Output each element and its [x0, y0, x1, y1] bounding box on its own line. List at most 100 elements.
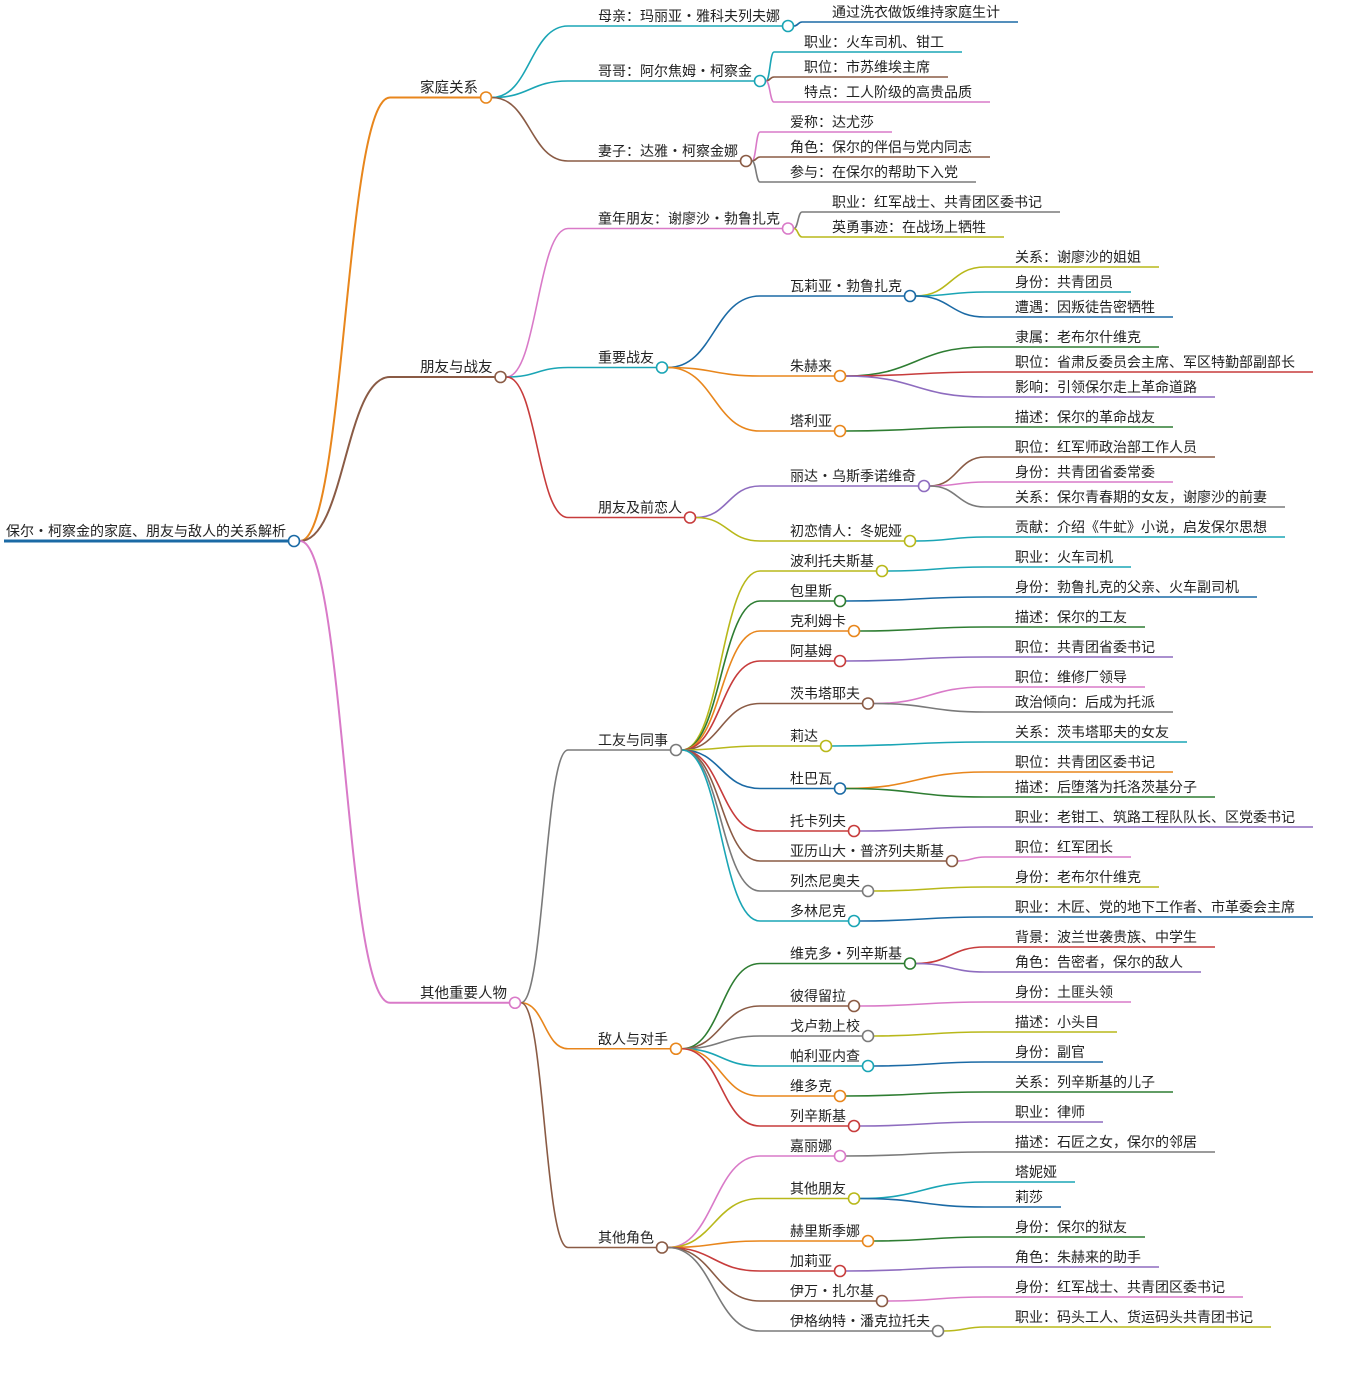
leaf-node[interactable]: 身份：老布尔什维克 [1015, 870, 1141, 886]
leaf-node[interactable]: 职业：红军战士、共青团区委书记 [832, 195, 1042, 211]
topic-node[interactable]: 维克多・列辛斯基 [790, 946, 902, 963]
topic-node[interactable]: 丽达・乌斯季诺维奇 [790, 468, 916, 485]
leaf-node[interactable]: 身份：红军战士、共青团区委书记 [1015, 1280, 1225, 1296]
leaf-node[interactable]: 角色：保尔的伴侣与党内同志 [790, 139, 972, 156]
collapse-toggle-icon[interactable] [819, 739, 833, 753]
leaf-node[interactable]: 身份：土匪头领 [1015, 985, 1113, 1001]
collapse-toggle-icon[interactable] [781, 19, 795, 33]
leaf-node[interactable]: 身份：共青团省委常委 [1015, 465, 1155, 481]
topic-node[interactable]: 莉达 [790, 729, 818, 745]
collapse-toggle-icon[interactable] [833, 1089, 847, 1103]
leaf-node[interactable]: 角色：告密者，保尔的敌人 [1015, 954, 1183, 971]
topic-node[interactable]: 朱赫来 [790, 359, 832, 375]
collapse-toggle-icon[interactable] [833, 782, 847, 795]
topic-node[interactable]: 亚历山大・普济列夫斯基 [790, 843, 944, 860]
topic-node[interactable]: 伊万・扎尔基 [790, 1283, 874, 1300]
leaf-node[interactable]: 身份：保尔的狱友 [1015, 1220, 1127, 1236]
leaf-node[interactable]: 职业：律师 [1015, 1105, 1085, 1121]
leaf-node[interactable]: 通过洗衣做饭维持家庭生计 [832, 4, 1000, 21]
topic-node[interactable]: 托卡列夫 [790, 814, 846, 830]
topic-node[interactable]: 朋友与战友 [420, 359, 493, 376]
collapse-toggle-icon[interactable] [739, 154, 753, 168]
leaf-node[interactable]: 关系：保尔青春期的女友，谢廖沙的前妻 [1015, 489, 1267, 506]
collapse-toggle-icon[interactable] [847, 824, 861, 838]
leaf-node[interactable]: 隶属：老布尔什维克 [1015, 330, 1141, 346]
leaf-node[interactable]: 职业：火车司机、钳工 [804, 34, 944, 51]
collapse-toggle-icon[interactable] [287, 534, 301, 548]
topic-node[interactable]: 母亲：玛丽亚・雅科夫列夫娜 [598, 9, 780, 25]
topic-node[interactable]: 帕利亚内查 [790, 1049, 860, 1065]
leaf-node[interactable]: 职位：省肃反委员会主席、军区特勤部副部长 [1015, 355, 1295, 371]
leaf-node[interactable]: 莉莎 [1015, 1190, 1043, 1206]
collapse-toggle-icon[interactable] [861, 1234, 875, 1248]
topic-node[interactable]: 家庭关系 [420, 80, 478, 97]
leaf-node[interactable]: 关系：茨韦塔耶夫的女友 [1015, 724, 1169, 741]
collapse-toggle-icon[interactable] [669, 743, 683, 757]
collapse-toggle-icon[interactable] [494, 370, 507, 384]
leaf-node[interactable]: 职位：共青团区委书记 [1015, 755, 1155, 771]
topic-node[interactable]: 重要战友 [598, 351, 654, 367]
topic-node[interactable]: 初恋情人：冬妮娅 [790, 523, 902, 540]
collapse-toggle-icon[interactable] [655, 1241, 669, 1254]
topic-node[interactable]: 瓦莉亚・勃鲁扎克 [790, 279, 902, 295]
leaf-node[interactable]: 身份：共青团员 [1015, 275, 1113, 291]
leaf-node[interactable]: 职位：维修厂领导 [1015, 670, 1127, 686]
leaf-node[interactable]: 职位：红军团长 [1015, 840, 1113, 856]
collapse-toggle-icon[interactable] [945, 854, 959, 868]
leaf-node[interactable]: 职位：共青团省委书记 [1015, 640, 1155, 656]
leaf-node[interactable]: 爱称：达尤莎 [790, 115, 874, 131]
topic-node[interactable]: 波利托夫斯基 [790, 553, 874, 570]
collapse-toggle-icon[interactable] [847, 914, 861, 928]
leaf-node[interactable]: 身份：副官 [1015, 1045, 1085, 1061]
leaf-node[interactable]: 描述：后堕落为托洛茨基分子 [1015, 779, 1197, 796]
topic-node[interactable]: 其他重要人物 [420, 985, 507, 1002]
topic-node[interactable]: 多林尼克 [790, 903, 846, 920]
collapse-toggle-icon[interactable] [903, 957, 917, 970]
leaf-node[interactable]: 职业：木匠、党的地下工作者、市革委会主席 [1015, 899, 1295, 916]
leaf-node[interactable]: 职业：火车司机 [1015, 549, 1113, 566]
topic-node[interactable]: 列杰尼奥夫 [790, 873, 860, 890]
leaf-node[interactable]: 特点：工人阶级的高贵品质 [804, 84, 972, 101]
collapse-toggle-icon[interactable] [669, 1042, 683, 1056]
leaf-node[interactable]: 政治倾向：后成为托派 [1015, 695, 1155, 711]
collapse-toggle-icon[interactable] [861, 697, 875, 710]
leaf-node[interactable]: 塔妮娅 [1015, 1165, 1057, 1181]
leaf-node[interactable]: 职业：码头工人、货运码头共青团书记 [1015, 1309, 1253, 1326]
topic-node[interactable]: 彼得留拉 [790, 988, 846, 1005]
leaf-node[interactable]: 关系：谢廖沙的姐姐 [1015, 249, 1141, 266]
topic-node[interactable]: 包里斯 [790, 584, 832, 600]
leaf-node[interactable]: 英勇事迹：在战场上牺牲 [832, 219, 986, 236]
leaf-node[interactable]: 遭遇：因叛徒告密牺牲 [1015, 299, 1155, 316]
topic-node[interactable]: 茨韦塔耶夫 [790, 687, 860, 703]
collapse-toggle-icon[interactable] [931, 1324, 945, 1338]
collapse-toggle-icon[interactable] [875, 1294, 889, 1308]
collapse-toggle-icon[interactable] [847, 624, 861, 638]
topic-node[interactable]: 敌人与对手 [598, 1032, 668, 1048]
topic-node[interactable]: 杜巴瓦 [790, 772, 832, 788]
collapse-toggle-icon[interactable] [903, 534, 917, 548]
topic-node[interactable]: 塔利亚 [790, 414, 832, 430]
collapse-toggle-icon[interactable] [479, 91, 493, 104]
leaf-node[interactable]: 影响：引领保尔走上革命道路 [1015, 379, 1197, 396]
collapse-toggle-icon[interactable] [861, 884, 875, 898]
topic-node[interactable]: 其他角色 [598, 1230, 654, 1247]
topic-node[interactable]: 童年朋友：谢廖沙・勃鲁扎克 [598, 211, 780, 228]
leaf-node[interactable]: 描述：保尔的工友 [1015, 610, 1127, 626]
leaf-node[interactable]: 描述：石匠之女，保尔的邻居 [1015, 1134, 1197, 1151]
leaf-node[interactable]: 背景：波兰世袭贵族、中学生 [1015, 930, 1197, 946]
leaf-node[interactable]: 身份：勃鲁扎克的父亲、火车副司机 [1015, 579, 1239, 596]
leaf-node[interactable]: 参与：在保尔的帮助下入党 [790, 164, 958, 181]
collapse-toggle-icon[interactable] [903, 289, 917, 303]
topic-node[interactable]: 其他朋友 [790, 1182, 846, 1198]
leaf-node[interactable]: 职位：市苏维埃主席 [804, 59, 930, 76]
topic-node[interactable]: 克利姆卡 [790, 614, 846, 630]
leaf-node[interactable]: 职业：老钳工、筑路工程队队长、区党委书记 [1015, 810, 1295, 826]
root-topic[interactable]: 保尔・柯察金的家庭、朋友与敌人的关系解析 [6, 523, 286, 540]
collapse-toggle-icon[interactable] [753, 74, 767, 88]
collapse-toggle-icon[interactable] [847, 999, 861, 1013]
topic-node[interactable]: 哥哥：阿尔焦姆・柯察金 [598, 63, 752, 80]
leaf-node[interactable]: 关系：列辛斯基的儿子 [1015, 1074, 1155, 1091]
collapse-toggle-icon[interactable] [833, 1264, 847, 1278]
collapse-toggle-icon[interactable] [683, 511, 697, 524]
collapse-toggle-icon[interactable] [833, 594, 847, 608]
